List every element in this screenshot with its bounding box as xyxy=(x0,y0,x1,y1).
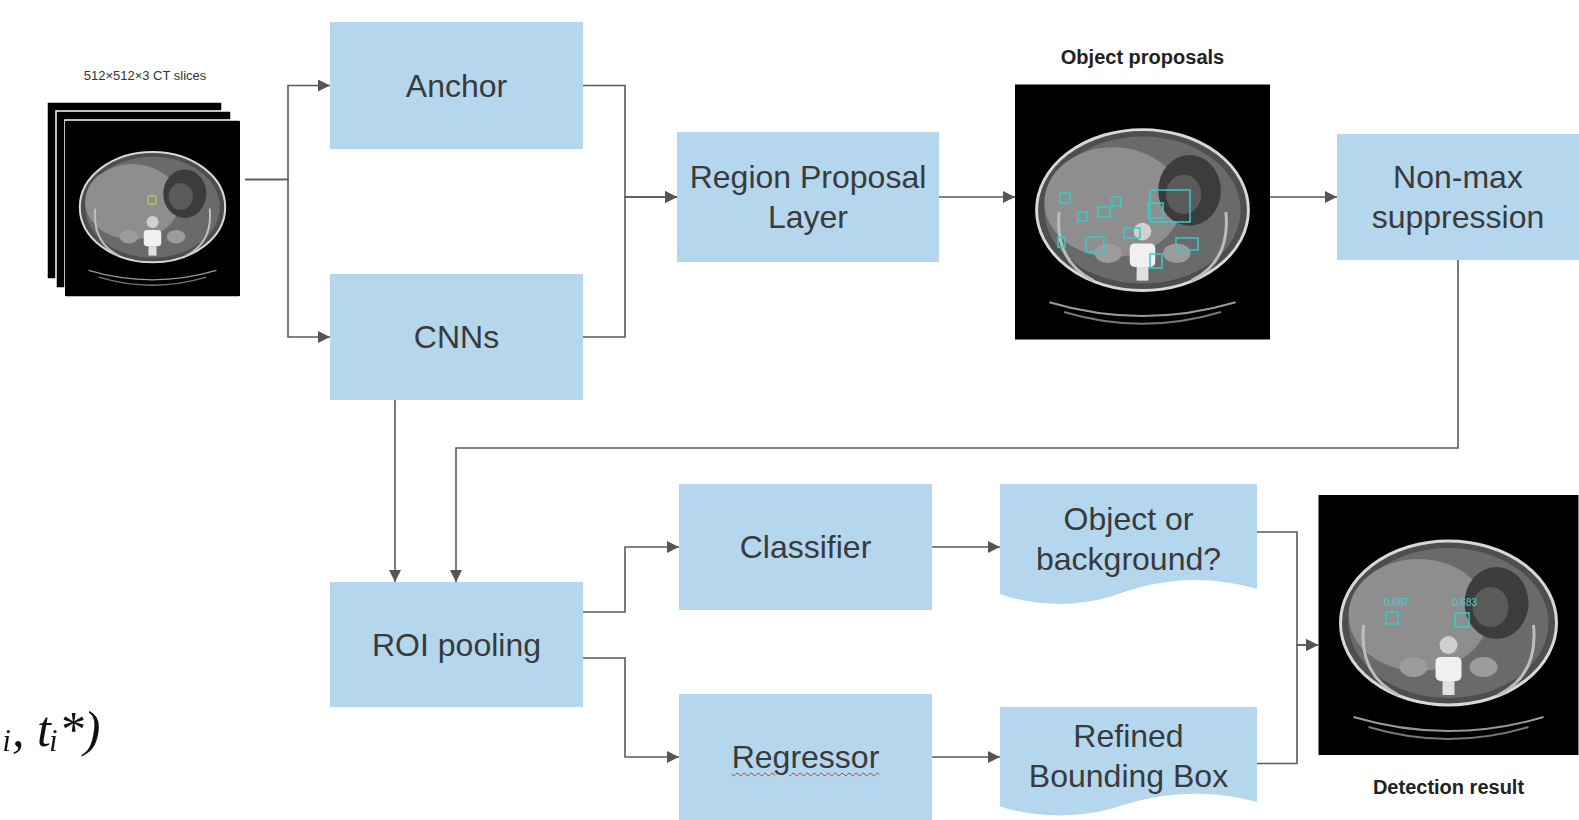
proposal-box xyxy=(1176,238,1198,250)
input-image: 512×512×3 CT slices xyxy=(45,62,245,297)
process-box: ROI pooling xyxy=(330,582,583,707)
flow-arrow xyxy=(456,260,1458,582)
flow-arrow xyxy=(932,546,1000,548)
proposal-box xyxy=(1098,207,1110,217)
box-label: CNNs xyxy=(414,317,499,357)
image-caption: Detection result xyxy=(1373,776,1524,799)
ct-slice-image xyxy=(1319,495,1579,755)
box-label: ROI pooling xyxy=(372,625,541,665)
process-box: Regressor xyxy=(679,694,932,820)
box-label: Non-max suppression xyxy=(1345,157,1571,237)
image-caption: Object proposals xyxy=(1061,46,1224,69)
flow-arrow xyxy=(1270,196,1337,198)
object-proposals-image xyxy=(1015,85,1270,340)
formula-fragment: ᵢ, tᵢ*) xyxy=(4,700,100,758)
process-box: CNNs xyxy=(330,274,583,400)
proposal-box xyxy=(1150,254,1162,268)
detection-result-image xyxy=(1319,495,1579,755)
detection-box xyxy=(1455,613,1469,627)
confidence-score: 0.687 xyxy=(1384,597,1409,608)
confidence-score: 0.683 xyxy=(1452,597,1477,608)
output-document: Refined Bounding Box xyxy=(1000,707,1257,820)
ct-slice-image xyxy=(1015,85,1270,340)
box-label: Regressor xyxy=(732,737,880,777)
proposal-box xyxy=(1150,190,1190,222)
result-image: Detection result xyxy=(1318,495,1579,805)
process-box: Region Proposal Layer xyxy=(677,132,939,262)
proposal-box xyxy=(1112,197,1121,206)
ct-slice-stack xyxy=(47,102,240,297)
proposal-image: Object proposals xyxy=(1015,40,1270,340)
box-label: Classifier xyxy=(740,527,872,567)
box-label: Anchor xyxy=(406,66,507,106)
proposal-box xyxy=(1058,237,1065,247)
process-box: Anchor xyxy=(330,22,583,149)
box-label: Object or background? xyxy=(1008,499,1249,579)
ct-slice-back xyxy=(65,120,240,297)
proposal-box xyxy=(1060,193,1070,203)
flow-arrow xyxy=(583,547,679,612)
detection-box xyxy=(1386,612,1398,624)
proposal-boxes xyxy=(1058,190,1198,268)
flow-arrow xyxy=(245,180,330,338)
ct-slice-image xyxy=(65,121,240,296)
proposal-box xyxy=(1078,212,1087,221)
process-box: Classifier xyxy=(679,484,932,610)
box-label: Refined Bounding Box xyxy=(1008,716,1249,796)
flow-arrow xyxy=(245,86,330,180)
proposal-box xyxy=(1124,228,1140,238)
process-box: Non-max suppression xyxy=(1337,134,1579,260)
proposal-box xyxy=(1086,237,1104,252)
document-fill xyxy=(1000,707,1257,815)
flow-arrow xyxy=(1257,645,1318,764)
flow-arrow xyxy=(932,756,1000,758)
flow-arrow xyxy=(583,658,679,757)
image-caption: 512×512×3 CT slices xyxy=(84,68,207,83)
flow-arrow xyxy=(583,197,677,337)
flow-arrow xyxy=(394,400,396,582)
box-label: Region Proposal Layer xyxy=(685,157,931,237)
flow-arrow xyxy=(939,196,1015,198)
output-document: Object or background? xyxy=(1000,484,1257,609)
document-fill xyxy=(1000,484,1257,604)
proposal-box xyxy=(1148,203,1163,218)
ground-truth-box xyxy=(148,196,156,204)
flow-arrow xyxy=(583,86,677,198)
flow-arrow xyxy=(1257,532,1318,645)
